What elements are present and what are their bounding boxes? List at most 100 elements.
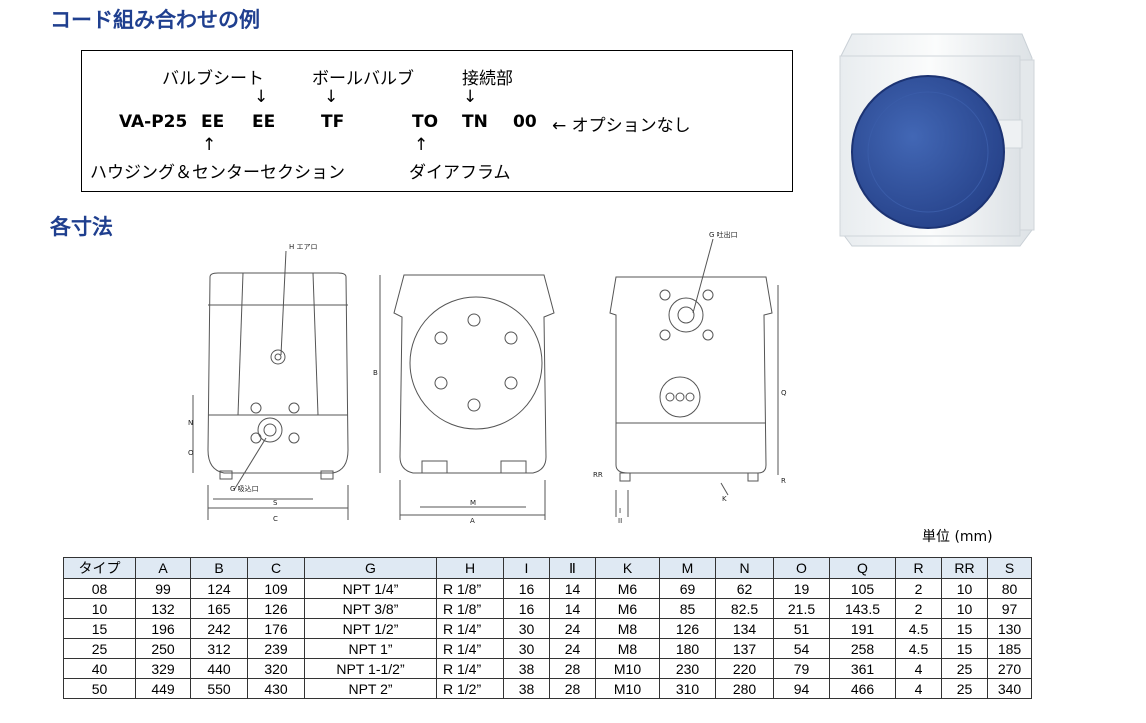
table-header-cell: I: [503, 557, 550, 579]
table-header-cell: K: [595, 557, 660, 579]
drawing-label-g-discharge: G 吐出口: [709, 230, 738, 239]
table-cell: 54: [773, 638, 830, 659]
table-cell: 180: [659, 638, 716, 659]
technical-drawings: H エアロ G 吸込口 G 吐出口 K B N O Q R RR S C M A…: [188, 230, 787, 525]
code-part-housing: EE: [201, 112, 225, 132]
table-cell: 126: [659, 618, 716, 639]
table-cell: 25: [941, 658, 988, 679]
table-cell: NPT 1-1/2”: [304, 658, 437, 679]
table-cell: 270: [987, 658, 1032, 679]
table-cell: 50: [63, 678, 136, 699]
product-photo: [839, 33, 1035, 247]
table-cell: 99: [135, 578, 191, 599]
table-header-cell: H: [436, 557, 504, 579]
table-cell: 109: [247, 578, 305, 599]
table-header-cell: Q: [829, 557, 896, 579]
drawing-label-a: A: [470, 517, 475, 525]
table-cell: NPT 3/8”: [304, 598, 437, 619]
table-cell: 51: [773, 618, 830, 639]
table-cell: 94: [773, 678, 830, 699]
table-header-cell: O: [773, 557, 830, 579]
table-cell: 440: [190, 658, 248, 679]
table-cell: M10: [595, 658, 660, 679]
table-cell: 10: [63, 598, 136, 619]
table-cell: R 1/4”: [436, 658, 504, 679]
table-cell: 14: [549, 598, 596, 619]
table-cell: 38: [503, 658, 550, 679]
unit-label: 単位 (mm): [922, 529, 993, 545]
section-title-dimensions: 各寸法: [50, 215, 113, 239]
table-cell: 38: [503, 678, 550, 699]
table-cell: 310: [659, 678, 716, 699]
table-cell: 134: [715, 618, 774, 639]
arrow-down-connection: ↓: [463, 87, 478, 107]
table-cell: 220: [715, 658, 774, 679]
table-header-cell: Ⅱ: [549, 557, 596, 579]
table-cell: NPT 1/2”: [304, 618, 437, 639]
code-part-valve-seat: EE: [252, 112, 276, 132]
section-title-code-example: コード組み合わせの例: [50, 8, 260, 32]
table-header-cell: タイプ: [63, 557, 136, 579]
table-cell: 79: [773, 658, 830, 679]
table-cell: R 1/8”: [436, 578, 504, 599]
table-cell: 10: [941, 578, 988, 599]
table-header-cell: A: [135, 557, 191, 579]
label-connection: 接続部: [462, 69, 513, 89]
code-example-box: バルブシート ボールバルブ 接続部 ↓ ↓ ↓ VA-P25 EE EE TF …: [81, 50, 793, 192]
drawing-label-n: N: [188, 419, 193, 427]
diaphragm-cover: [851, 75, 1005, 229]
code-part-connection: TN: [462, 112, 488, 132]
drawing-label-s: S: [273, 499, 278, 507]
option-note: ← オプションなし: [552, 116, 691, 136]
table-cell: 4: [895, 678, 942, 699]
table-cell: 62: [715, 578, 774, 599]
table-cell: 126: [247, 598, 305, 619]
table-cell: 239: [247, 638, 305, 659]
table-cell: 105: [829, 578, 896, 599]
table-cell: M10: [595, 678, 660, 699]
table-cell: 4.5: [895, 618, 942, 639]
table-header-cell: S: [987, 557, 1032, 579]
table-cell: 176: [247, 618, 305, 639]
table-cell: 132: [135, 598, 191, 619]
table-cell: 4: [895, 658, 942, 679]
table-cell: NPT 2”: [304, 678, 437, 699]
drawing-label-c: C: [273, 515, 278, 523]
table-cell: 4.5: [895, 638, 942, 659]
table-cell: 466: [829, 678, 896, 699]
table-cell: R 1/4”: [436, 638, 504, 659]
label-ball-valve: ボールバルブ: [312, 69, 414, 89]
table-cell: 80: [987, 578, 1032, 599]
table-cell: 28: [549, 678, 596, 699]
table-header-cell: M: [659, 557, 716, 579]
table-cell: 312: [190, 638, 248, 659]
drawing-label-k: K: [722, 495, 727, 503]
table-cell: 2: [895, 598, 942, 619]
front-view-drawing: [192, 250, 349, 520]
table-cell: 196: [135, 618, 191, 639]
arrow-down-valve-seat: ↓: [254, 87, 269, 107]
drawing-label-h: H エアロ: [289, 243, 318, 251]
table-cell: R 1/2”: [436, 678, 504, 699]
drawing-label-o: O: [188, 449, 194, 457]
table-cell: 24: [549, 618, 596, 639]
table-cell: 15: [941, 638, 988, 659]
table-cell: 19: [773, 578, 830, 599]
table-cell: 230: [659, 658, 716, 679]
code-part-ball-valve: TF: [321, 112, 345, 132]
code-part-option: 00: [513, 112, 537, 132]
table-cell: 2: [895, 578, 942, 599]
table-cell: 320: [247, 658, 305, 679]
table-cell: 25: [941, 678, 988, 699]
drawing-label-g-suction: G 吸込口: [230, 484, 259, 493]
table-cell: 21.5: [773, 598, 830, 619]
table-cell: 16: [503, 598, 550, 619]
table-cell: R 1/4”: [436, 618, 504, 639]
table-cell: 82.5: [715, 598, 774, 619]
arrow-up-housing: ↑: [202, 135, 217, 155]
